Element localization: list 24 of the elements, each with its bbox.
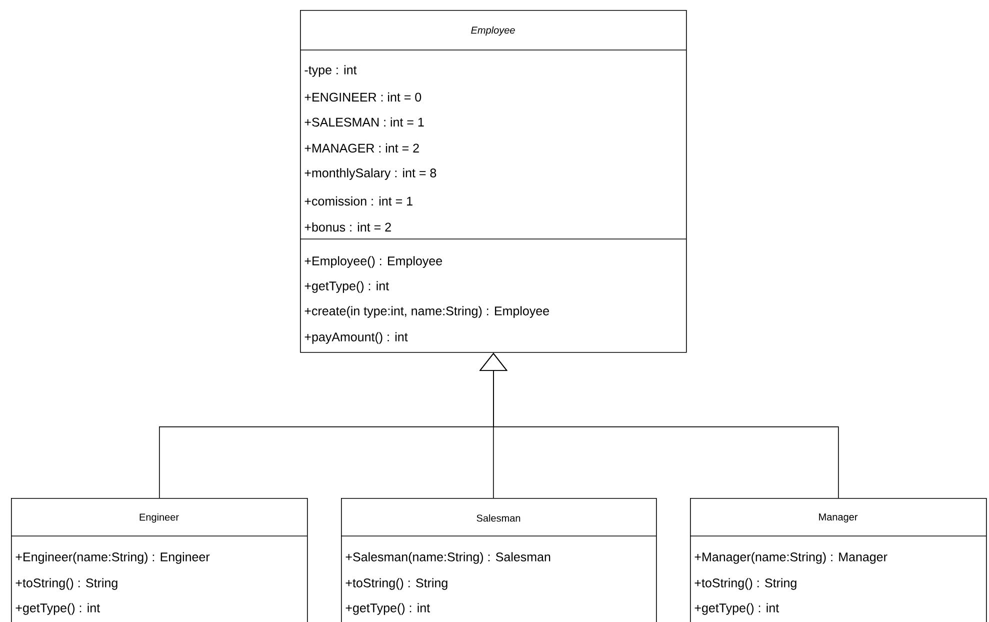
method-text: +getType() : int (346, 603, 430, 615)
method-text: +payAmount() : int (304, 332, 408, 344)
attribute-text: -type : int (304, 65, 357, 77)
class-name: Engineer (140, 513, 179, 523)
class-name: Salesman (476, 514, 520, 522)
class-name: Employee (471, 26, 515, 36)
attribute-text: +monthlySalary : int = 8 (304, 168, 436, 180)
attribute-text: +comission : int = 1 (304, 196, 412, 206)
method-text: +getType() : int (694, 603, 779, 615)
attribute-text: +SALESMAN : int = 1 (304, 117, 424, 127)
method-text: +getType() : int (16, 603, 100, 615)
method-text: +Engineer(name:String) : Engineer (16, 552, 210, 564)
class-name: Manager (819, 514, 858, 522)
method-text: +Manager(name:String) : Manager (694, 552, 888, 564)
method-text: +toString() : String (694, 578, 796, 590)
method-text: +Employee() : Employee (304, 256, 442, 268)
attribute-text: +MANAGER : int = 2 (304, 143, 419, 153)
method-text: +toString() : String (346, 578, 448, 590)
method-text: +Salesman(name:String) : Salesman (346, 552, 550, 564)
attribute-text: +ENGINEER : int = 0 (304, 92, 422, 102)
method-text: +getType() : int (304, 281, 389, 293)
attribute-text: +bonus : int = 2 (304, 222, 391, 232)
method-text: +create(in type:int, name:String) : Employee (304, 306, 549, 318)
method-text: +toString() : String (16, 578, 118, 590)
